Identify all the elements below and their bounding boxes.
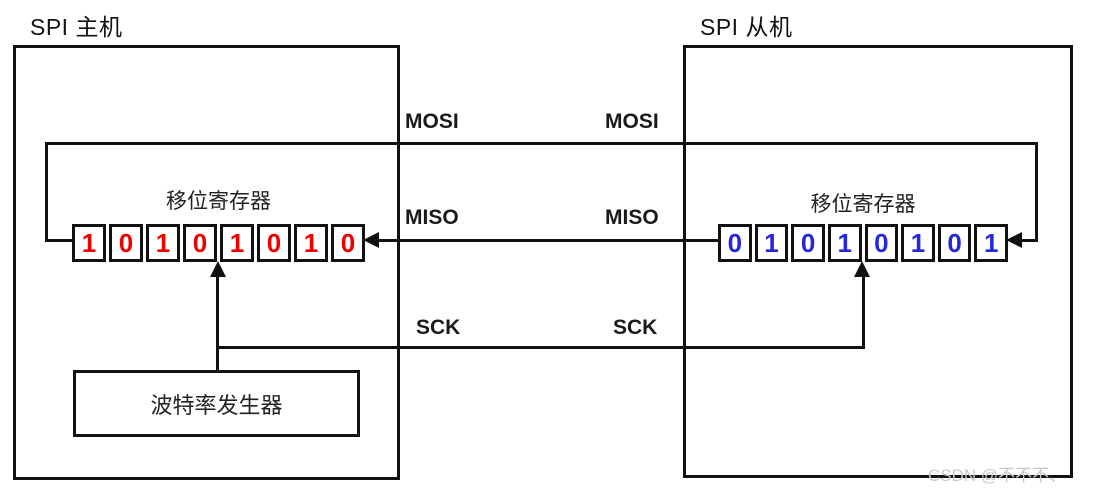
miso-label-master: MISO	[405, 206, 459, 229]
slave-register-label: 移位寄存器	[810, 193, 916, 216]
slave-register-bit: 0	[864, 224, 899, 262]
watermark: CSDN @不不不、	[928, 466, 1067, 485]
master-shift-register: 1 0 1 0 1 0 1 0	[72, 224, 365, 262]
miso-wire-horizontal	[376, 239, 720, 242]
mosi-wire-stub-master	[45, 239, 75, 242]
master-title: SPI 主机	[30, 14, 123, 40]
sck-wire-vertical-master	[216, 268, 219, 372]
master-register-bit: 1	[72, 224, 106, 262]
slave-device-box	[683, 45, 1073, 478]
mosi-wire-vertical-slave	[1035, 142, 1038, 242]
master-register-bit: 1	[294, 224, 328, 262]
slave-register-bit: 1	[974, 224, 1008, 262]
master-register-bit: 0	[109, 224, 143, 262]
miso-arrowhead-icon	[363, 232, 379, 248]
mosi-label-slave: MOSI	[605, 110, 659, 133]
slave-register-bit: 1	[754, 224, 789, 262]
slave-title: SPI 从机	[700, 14, 793, 40]
baud-rate-generator-box: 波特率发生器	[73, 370, 360, 437]
sck-label-slave: SCK	[613, 316, 658, 339]
sck-label-master: SCK	[416, 316, 461, 339]
master-device-box	[13, 45, 400, 480]
slave-register-bit: 0	[718, 224, 752, 262]
baud-rate-generator-label: 波特率发生器	[150, 392, 283, 418]
slave-register-bit: 1	[827, 224, 862, 262]
mosi-label-master: MOSI	[405, 110, 459, 133]
mosi-wire-horizontal	[45, 142, 1038, 145]
master-register-bit: 1	[146, 224, 180, 262]
master-register-bit: 0	[183, 224, 217, 262]
slave-register-bit: 1	[901, 224, 935, 262]
sck-arrowhead-master-icon	[210, 261, 226, 277]
sck-wire-vertical-slave	[862, 268, 865, 349]
master-register-label: 移位寄存器	[166, 190, 271, 213]
slave-register-bit: 0	[791, 224, 825, 262]
mosi-wire-vertical-master	[45, 142, 48, 242]
sck-wire-horizontal	[216, 346, 865, 349]
master-register-bit: 0	[331, 224, 365, 262]
slave-shift-register: 0 1 0 1 0 1 0 1	[718, 224, 1008, 262]
slave-register-bit: 0	[937, 224, 972, 262]
master-register-bit: 1	[220, 224, 254, 262]
master-register-bit: 0	[257, 224, 291, 262]
sck-arrowhead-slave-icon	[854, 261, 870, 277]
mosi-arrowhead-icon	[1006, 232, 1022, 248]
miso-label-slave: MISO	[605, 206, 659, 229]
mosi-wire-stub-slave	[1018, 239, 1038, 242]
